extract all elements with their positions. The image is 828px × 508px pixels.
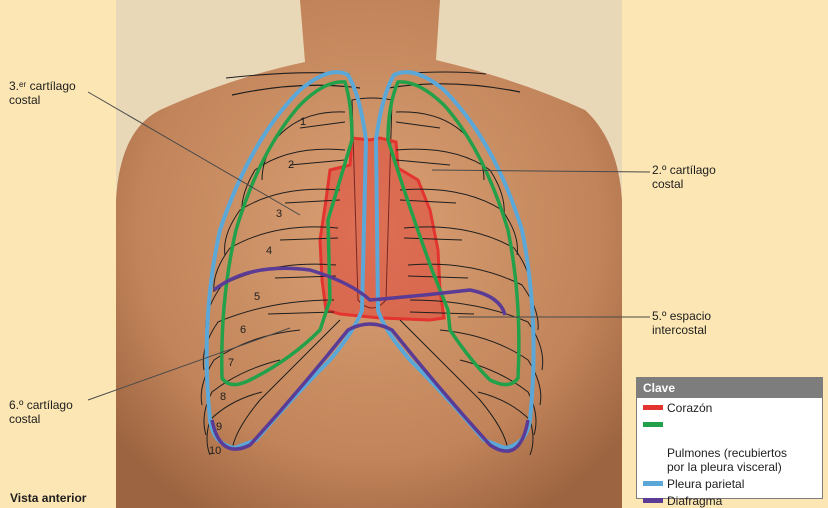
rib-number: 4	[266, 245, 272, 257]
rib-number: 6	[240, 324, 246, 336]
rib-number: 2	[288, 159, 294, 171]
legend-label: Pleura parietal	[667, 477, 744, 491]
view-label: Vista anterior	[10, 491, 86, 505]
legend-item-heart: Corazón	[637, 401, 822, 415]
legend-title: Clave	[637, 378, 822, 398]
label-6th-costal-cartilage: 6.º cartílago costal	[9, 398, 73, 426]
torso-photo: 1 2 3 4 5 6 7 8 9 10	[116, 0, 622, 508]
legend-item-parietal-pleura: Pleura parietal	[637, 477, 822, 491]
legend-swatch-parietal-pleura	[643, 481, 663, 486]
torso-illustration: 1 2 3 4 5 6 7 8 9 10	[116, 0, 622, 508]
rib-number: 10	[209, 445, 221, 457]
rib-number: 8	[220, 391, 226, 403]
legend-item-diaphragm: Diafragma	[637, 494, 822, 508]
legend-swatch-lungs	[643, 422, 663, 427]
rib-number: 9	[216, 421, 222, 433]
legend-label: Corazón	[667, 401, 712, 415]
legend-label: Diafragma	[667, 494, 722, 508]
rib-number: 7	[228, 357, 234, 369]
label-3rd-costal-cartilage: 3.ᵉʳ cartílago costal	[9, 79, 76, 107]
rib-number: 5	[254, 291, 260, 303]
legend-swatch-diaphragm	[643, 498, 663, 503]
legend-swatch-heart	[643, 405, 663, 410]
label-2nd-costal-cartilage: 2.º cartílago costal	[652, 163, 716, 191]
legend-item-lungs: Pulmones (recubiertos por la pleura visc…	[637, 418, 822, 474]
rib-number: 1	[300, 116, 306, 128]
legend: Clave Corazón Pulmones (recubiertos por …	[636, 377, 823, 499]
rib-number: 3	[276, 208, 282, 220]
label-5th-intercostal-space: 5.º espacio intercostal	[652, 309, 711, 337]
legend-label: Pulmones (recubiertos por la pleura visc…	[667, 446, 787, 474]
